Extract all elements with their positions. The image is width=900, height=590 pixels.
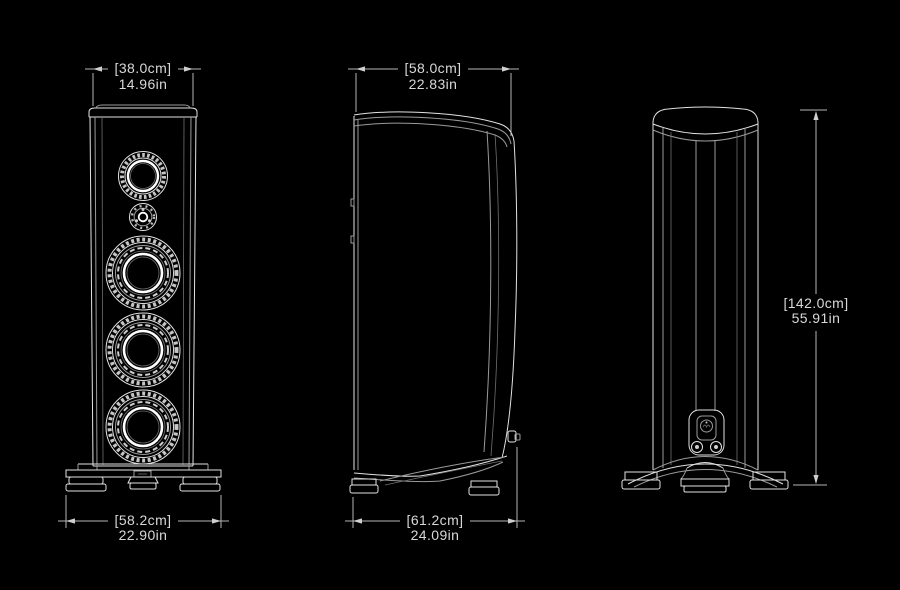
front-center-foot xyxy=(127,476,159,484)
brand-logo-icon xyxy=(700,419,713,433)
front-base xyxy=(65,463,222,492)
side-rear-foot xyxy=(470,480,498,488)
grille-peg xyxy=(350,235,355,244)
side-view: [58.0cm] 22.83in xyxy=(345,60,525,543)
grille-peg xyxy=(350,198,355,207)
binding-post-left xyxy=(691,441,703,453)
rear-cabinet xyxy=(652,106,759,470)
rear-view: [142.0cm] 55.91in xyxy=(621,106,848,493)
front-width-in-label: 14.96in xyxy=(119,76,168,92)
height-dimension: [142.0cm] 55.91in xyxy=(783,109,848,486)
woofer-driver-2 xyxy=(104,311,182,389)
front-base-width-in-label: 22.90in xyxy=(119,527,168,543)
front-base-width-dimension: [58.2cm] 22.90in xyxy=(58,495,229,543)
front-view: [38.0cm] 14.96in xyxy=(58,60,229,543)
side-depth-cm-label: [58.0cm] xyxy=(405,60,462,76)
front-width-dimension: [38.0cm] 14.96in xyxy=(85,60,201,106)
front-width-cm-label: [38.0cm] xyxy=(115,60,172,76)
side-base-depth-cm-label: [61.2cm] xyxy=(407,512,464,528)
woofer-driver-3 xyxy=(104,388,182,466)
arrow-left-icon xyxy=(356,66,365,72)
side-base-depth-dimension: [61.2cm] 24.09in xyxy=(345,447,525,543)
arrow-right-icon xyxy=(184,66,193,72)
arrow-left-icon xyxy=(66,518,75,524)
front-cabinet xyxy=(88,104,198,467)
arrow-right-icon xyxy=(212,518,221,524)
side-depth-in-label: 22.83in xyxy=(409,76,458,92)
binding-post-right xyxy=(710,441,722,453)
woofer-driver-1 xyxy=(104,234,182,312)
arrow-down-icon xyxy=(813,475,819,484)
terminal-plate xyxy=(688,409,725,456)
arrow-left-icon xyxy=(93,66,102,72)
side-cabinet xyxy=(349,111,521,496)
side-base-depth-in-label: 24.09in xyxy=(411,527,460,543)
rear-base xyxy=(621,456,789,493)
tweeter-driver xyxy=(129,203,157,231)
arrow-right-icon xyxy=(508,518,517,524)
front-right-foot xyxy=(182,476,218,485)
binding-post-side xyxy=(507,430,521,443)
arrow-right-icon xyxy=(502,66,511,72)
rear-center-foot xyxy=(686,462,724,469)
height-cm-label: [142.0cm] xyxy=(783,295,848,311)
height-in-label: 55.91in xyxy=(792,310,841,326)
front-base-width-cm-label: [58.2cm] xyxy=(115,512,172,528)
front-left-foot xyxy=(68,476,104,485)
arrow-left-icon xyxy=(353,518,362,524)
midrange-driver xyxy=(118,151,168,201)
arrow-up-icon xyxy=(813,111,819,120)
side-front-foot xyxy=(351,478,377,486)
side-depth-dimension: [58.0cm] 22.83in xyxy=(348,60,519,136)
